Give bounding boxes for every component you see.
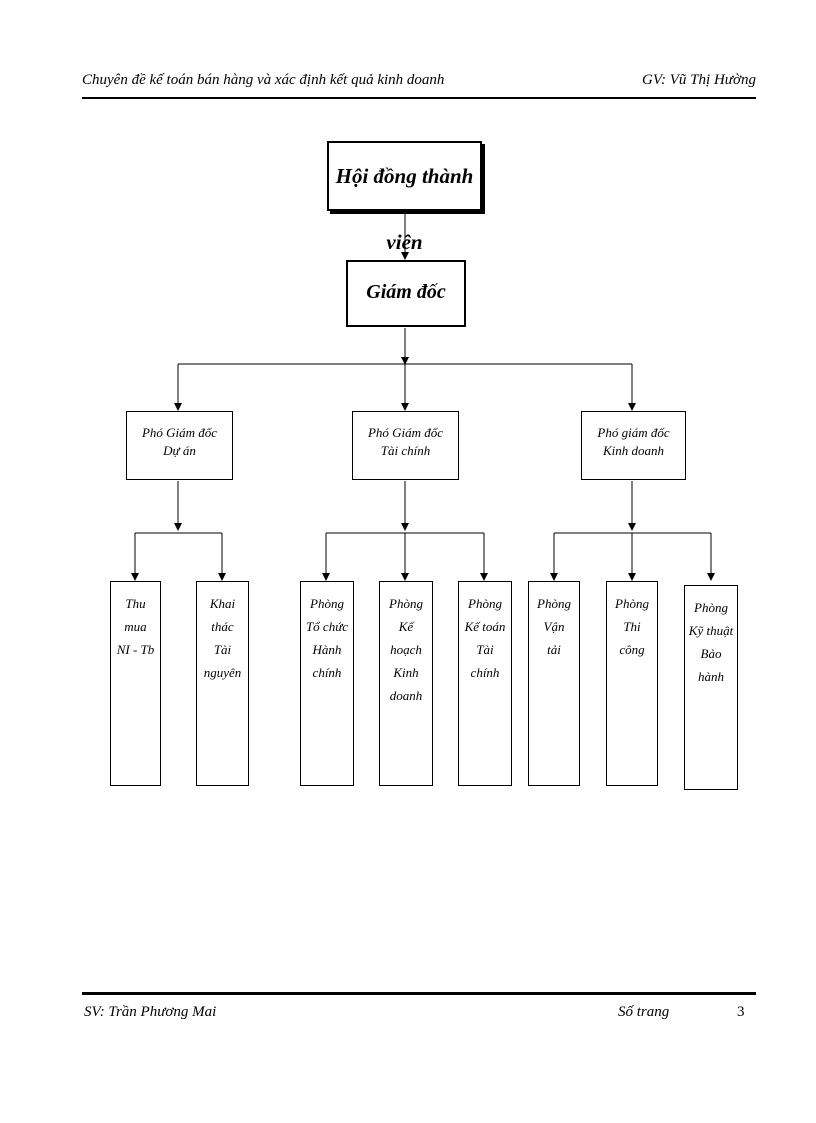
box-line: Tài bbox=[476, 642, 494, 657]
box-line: Kinh bbox=[393, 665, 419, 680]
box-line: hành bbox=[698, 669, 724, 684]
dept-resource-exploitation-box: Khai thác Tài nguyên bbox=[196, 581, 249, 786]
footer-student: SV: Trần Phương Mai bbox=[84, 1004, 217, 1020]
box-line: Phó Giám đốc bbox=[367, 425, 444, 440]
box-line: Tài bbox=[213, 642, 232, 657]
box-line: mua bbox=[124, 619, 147, 634]
deputy-director-business-box: Phó giám đốc Kinh doanh bbox=[581, 411, 686, 480]
director-box: Giám đốc bbox=[346, 260, 466, 327]
footer-rule bbox=[82, 992, 756, 995]
box-line: chính bbox=[312, 665, 342, 680]
box-line: Phòng bbox=[468, 596, 502, 611]
footer-page-label: Số trang bbox=[618, 1004, 670, 1020]
box-line: Phòng bbox=[537, 596, 571, 611]
box-line: doanh bbox=[389, 688, 423, 703]
dept-construction-box: Phòng Thi công bbox=[606, 581, 658, 786]
dept-finance-accounting-box: Phòng Kế toán Tài chính bbox=[458, 581, 512, 786]
box-line: thác bbox=[211, 619, 234, 634]
box-line: nguyên bbox=[203, 665, 242, 680]
box-line: Thi bbox=[623, 619, 641, 634]
box-line: Kế bbox=[398, 619, 414, 634]
box-line: Phòng bbox=[389, 596, 423, 611]
header-rule bbox=[82, 97, 756, 99]
box-line: Hành bbox=[312, 642, 342, 657]
footer-page-number: 3 bbox=[737, 1004, 745, 1020]
box-line: Phòng bbox=[615, 596, 649, 611]
box-line: Kế toán bbox=[464, 619, 506, 634]
header-teacher: GV: Vũ Thị Hường bbox=[642, 72, 756, 88]
box-line: hoạch bbox=[390, 642, 422, 657]
dept-technical-warranty-box: Phòng Kỹ thuật Bảo hành bbox=[684, 585, 738, 790]
box-line: Kỹ thuật bbox=[688, 623, 734, 638]
deputy-director-projects-box: Phó Giám đốc Dự án bbox=[126, 411, 233, 480]
dept-transport-box: Phòng Vận tải bbox=[528, 581, 580, 786]
deputy-director-finance-box: Phó Giám đốc Tài chính bbox=[352, 411, 459, 480]
box-line: Thu bbox=[125, 596, 146, 611]
box-line: Phó giám đốc bbox=[597, 425, 670, 440]
box-line: NI - Tb bbox=[116, 642, 155, 657]
box-line: Tổ chức bbox=[305, 619, 349, 634]
header-title: Chuyên đề kế toán bán hàng và xác định k… bbox=[82, 72, 445, 88]
dept-business-planning-box: Phòng Kế hoạch Kinh doanh bbox=[379, 581, 433, 786]
box-line: Phòng bbox=[694, 600, 728, 615]
dept-procurement-box: Thu mua NI - Tb bbox=[110, 581, 161, 786]
board-of-members-box: Hội đồng thành viên bbox=[327, 141, 482, 254]
box-line: Kinh doanh bbox=[602, 443, 665, 458]
box-line: Dự án bbox=[163, 443, 196, 458]
box-line: Bảo bbox=[700, 646, 722, 661]
box-line: Phòng bbox=[310, 596, 344, 611]
box-line: Khai bbox=[209, 596, 236, 611]
box-line: Phó Giám đốc bbox=[141, 425, 218, 440]
box-line: chính bbox=[470, 665, 500, 680]
box-line: Vận bbox=[543, 619, 565, 634]
box-line: Tài chính bbox=[380, 443, 431, 458]
box-line: công bbox=[619, 642, 645, 657]
box-line: tải bbox=[547, 642, 561, 657]
dept-administration-box: Phòng Tổ chức Hành chính bbox=[300, 581, 354, 786]
